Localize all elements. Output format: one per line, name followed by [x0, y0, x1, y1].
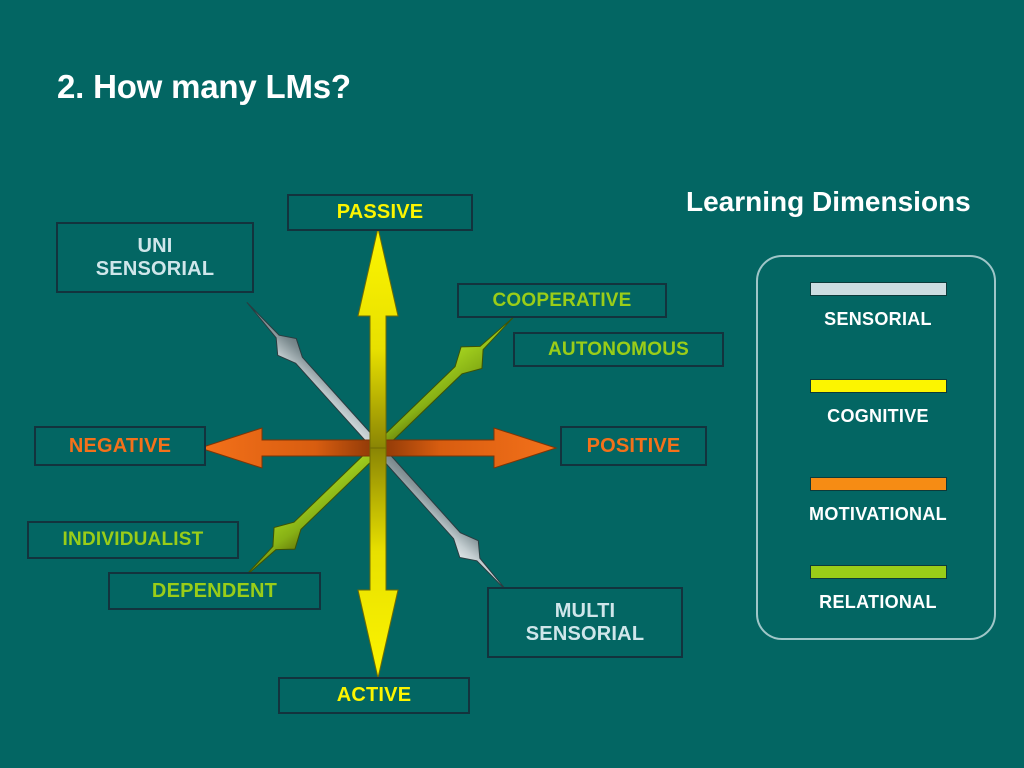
label-multi-sensorial-text: MULTI SENSORIAL — [526, 600, 644, 645]
legend-swatch-cognitive — [809, 379, 947, 393]
label-negative[interactable]: NEGATIVE — [34, 426, 206, 466]
label-active[interactable]: ACTIVE — [278, 677, 470, 714]
label-uni-sensorial-line2: SENSORIAL — [95, 257, 215, 280]
label-uni-sensorial-line1: UNI — [137, 235, 173, 258]
legend-label-sensorial: SENSORIAL — [824, 309, 932, 329]
legend-swatch-motivational — [809, 477, 947, 491]
relational-axis-arrow — [242, 317, 514, 579]
legend-swatch-relational — [809, 565, 947, 579]
legend-item-cognitive: COGNITIVE — [758, 379, 998, 427]
legend-swatch-sensorial — [809, 282, 947, 296]
page-title: 2. How many LMs? — [57, 68, 351, 105]
label-multi-sensorial-line1: MULTI — [554, 600, 616, 623]
label-uni-sensorial[interactable]: UNI SENSORIAL — [56, 222, 254, 293]
label-cooperative[interactable]: COOPERATIVE — [457, 283, 667, 318]
legend-label-cognitive: COGNITIVE — [827, 406, 929, 426]
sensorial-axis-arrow — [246, 301, 510, 595]
legend-title: Learning Dimensions — [686, 186, 971, 217]
axis-arrows-graphic — [198, 227, 558, 679]
label-dependent[interactable]: DEPENDENT — [108, 572, 321, 610]
label-multi-sensorial-line2: SENSORIAL — [525, 622, 645, 645]
legend-item-motivational: MOTIVATIONAL — [758, 477, 998, 525]
motivational-axis-arrow — [198, 427, 558, 469]
legend-panel: SENSORIAL COGNITIVE MOTIVATIONAL RELATIO… — [756, 255, 996, 640]
cognitive-axis-arrow — [357, 227, 399, 679]
legend-item-relational: RELATIONAL — [758, 565, 998, 613]
label-uni-sensorial-text: UNI SENSORIAL — [96, 235, 214, 280]
legend-label-relational: RELATIONAL — [819, 592, 937, 612]
label-individualist[interactable]: INDIVIDUALIST — [27, 521, 239, 559]
legend-label-motivational: MOTIVATIONAL — [809, 504, 947, 524]
learning-dimensions-diagram: PASSIVE UNI SENSORIAL COOPERATIVE AUTONO… — [27, 194, 724, 714]
label-multi-sensorial[interactable]: MULTI SENSORIAL — [487, 587, 683, 658]
legend-item-sensorial: SENSORIAL — [758, 282, 998, 330]
label-positive[interactable]: POSITIVE — [560, 426, 707, 466]
label-autonomous[interactable]: AUTONOMOUS — [513, 332, 724, 367]
label-passive[interactable]: PASSIVE — [287, 194, 473, 231]
